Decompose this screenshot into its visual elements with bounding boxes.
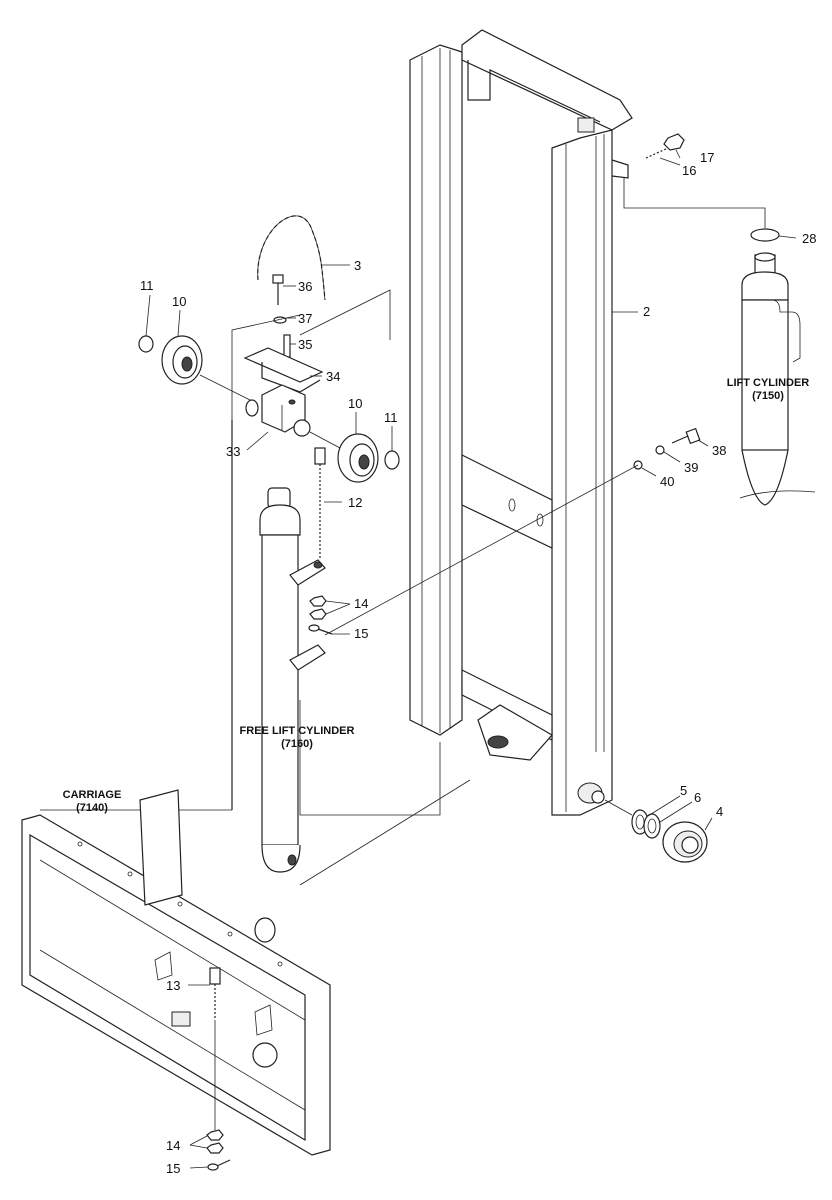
part-label-12: 12 bbox=[348, 495, 362, 510]
snap-ring-left bbox=[138, 335, 154, 353]
cotter-pin-lower bbox=[207, 1159, 231, 1171]
mast-frame bbox=[409, 29, 633, 816]
part-label-2: 2 bbox=[643, 304, 650, 319]
lift-cylinder-caption: LIFT CYLINDER bbox=[727, 377, 810, 389]
part-label-14-lower: 14 bbox=[166, 1138, 180, 1153]
snap-ring-right bbox=[384, 450, 400, 470]
part-label-4: 4 bbox=[716, 804, 723, 819]
part-label-39: 39 bbox=[684, 460, 698, 475]
part-label-15-lower: 15 bbox=[166, 1161, 180, 1176]
leader-line bbox=[231, 314, 301, 810]
part-label-38: 38 bbox=[712, 443, 726, 458]
leader-line bbox=[299, 779, 471, 886]
leader-line bbox=[199, 374, 251, 401]
carriage-code: (7140) bbox=[76, 802, 108, 814]
carriage-caption: CARRIAGE bbox=[63, 789, 122, 801]
leader-line bbox=[299, 700, 441, 816]
part-label-5: 5 bbox=[680, 783, 687, 798]
part-label-34: 34 bbox=[326, 369, 340, 384]
part-label-40: 40 bbox=[660, 474, 674, 489]
chain-anchor-assembly bbox=[231, 274, 324, 810]
part-label-11-left: 11 bbox=[140, 278, 154, 293]
shim-6 bbox=[643, 813, 661, 839]
part-label-3: 3 bbox=[354, 258, 361, 273]
part-label-17: 17 bbox=[700, 150, 714, 165]
cotter-pin-upper bbox=[308, 624, 333, 635]
part-label-10-right: 10 bbox=[348, 396, 362, 411]
part-label-13: 13 bbox=[166, 978, 180, 993]
part-label-36: 36 bbox=[298, 279, 312, 294]
part-label-10-left: 10 bbox=[172, 294, 186, 309]
chain-adjuster-bolt bbox=[314, 447, 326, 560]
washer-39 bbox=[655, 445, 665, 455]
lift-chain bbox=[257, 215, 326, 301]
part-label-35: 35 bbox=[298, 337, 312, 352]
carriage bbox=[21, 789, 331, 1156]
leader-line bbox=[623, 178, 766, 228]
nuts-upper bbox=[309, 595, 327, 620]
leader-line bbox=[299, 289, 391, 340]
label-leaders bbox=[145, 149, 797, 1169]
part-label-28: 28 bbox=[802, 231, 816, 246]
roller-bearing-4 bbox=[662, 821, 708, 863]
part-label-11-right: 11 bbox=[384, 410, 398, 425]
bolt-17 bbox=[663, 133, 685, 151]
leader-line bbox=[309, 431, 341, 449]
washer-40 bbox=[633, 460, 643, 470]
bolt-16 bbox=[645, 147, 669, 159]
free-lift-cylinder bbox=[259, 487, 326, 873]
leader-line bbox=[604, 799, 633, 816]
part-label-15-upper: 15 bbox=[354, 626, 368, 641]
lift-cylinder-code: (7150) bbox=[752, 390, 784, 402]
sheave-right bbox=[337, 433, 379, 483]
leader-line bbox=[324, 464, 639, 636]
part-label-6: 6 bbox=[694, 790, 701, 805]
lift-cylinder bbox=[739, 228, 816, 506]
bolt-38 bbox=[671, 427, 701, 445]
nuts-lower bbox=[206, 1129, 224, 1154]
sheave-left bbox=[161, 335, 203, 385]
part-label-33: 33 bbox=[226, 444, 240, 459]
part-label-16: 16 bbox=[682, 163, 696, 178]
free-lift-cylinder-caption: FREE LIFT CYLINDER bbox=[240, 725, 355, 737]
free-lift-cylinder-code: (7160) bbox=[281, 738, 313, 750]
carriage-adjuster-bolt bbox=[209, 967, 221, 1130]
part-label-37: 37 bbox=[298, 311, 312, 326]
part-label-14-upper: 14 bbox=[354, 596, 368, 611]
